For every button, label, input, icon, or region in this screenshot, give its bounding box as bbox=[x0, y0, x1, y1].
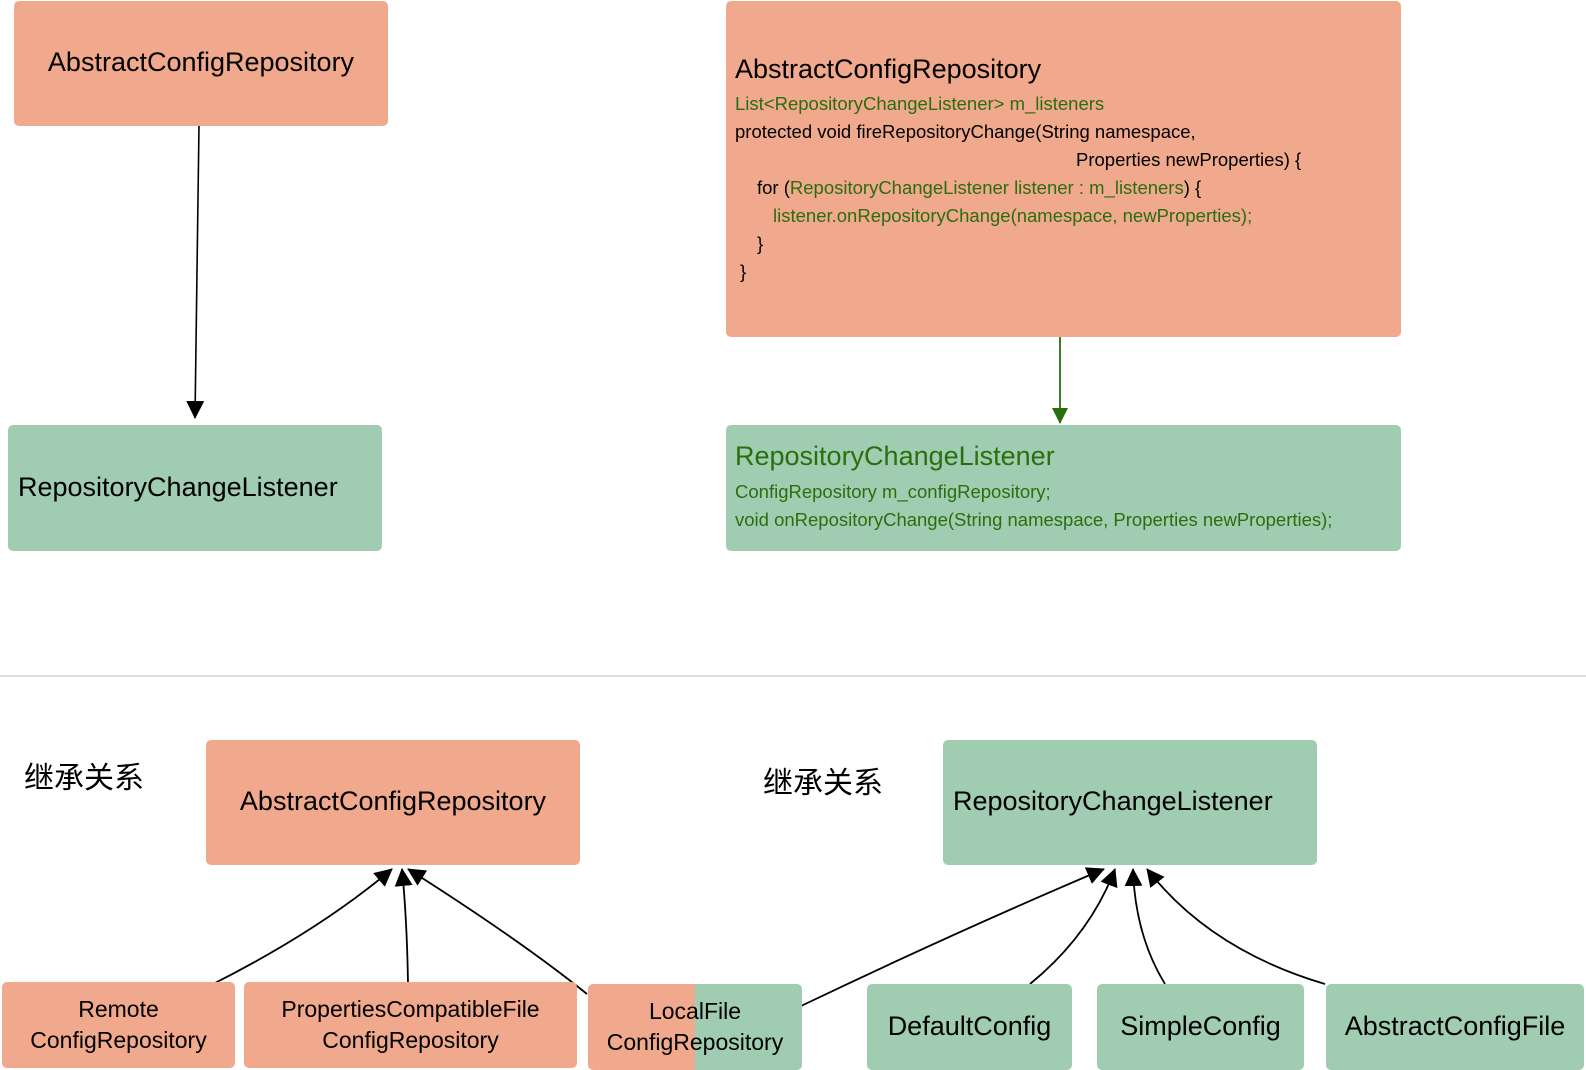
child-simple-config: SimpleConfig bbox=[1097, 984, 1304, 1070]
bottom-right-parent-box: RepositoryChangeListener bbox=[943, 740, 1317, 865]
child-localfile-line2: ConfigRepository bbox=[606, 1029, 784, 1055]
inherit-arrow-propcompat bbox=[394, 868, 413, 985]
child-default-config-label: DefaultConfig bbox=[887, 1011, 1052, 1041]
top-right-repo-box: AbstractConfigRepository List<Repository… bbox=[726, 1, 1401, 337]
top-left-repo-box: AbstractConfigRepository bbox=[14, 1, 388, 126]
child-propcompat-line1: PropertiesCompatibleFile bbox=[281, 996, 540, 1022]
repo-method-close-brace: } bbox=[740, 261, 747, 282]
local-file-green-half bbox=[695, 984, 802, 1070]
top-right-repo-title: AbstractConfigRepository bbox=[735, 54, 1042, 84]
child-properties-compatible-file-config-repository: PropertiesCompatibleFile ConfigRepositor… bbox=[244, 982, 577, 1068]
repo-field-listeners: List<RepositoryChangeListener> m_listene… bbox=[735, 93, 1105, 114]
top-left-arrow bbox=[186, 124, 205, 419]
child-propcompat-line2: ConfigRepository bbox=[322, 1027, 499, 1053]
repo-method-signature: protected void fireRepositoryChange(Stri… bbox=[735, 121, 1196, 142]
bottom-right-parent-title: RepositoryChangeListener bbox=[953, 786, 1273, 816]
listener-method-signature: void onRepositoryChange(String namespace… bbox=[735, 509, 1333, 530]
for-loop-variable: RepositoryChangeListener listener : m_li… bbox=[789, 177, 1184, 198]
bottom-right-caption: 继承关系 bbox=[763, 767, 883, 800]
repo-method-signature-cont: Properties newProperties) { bbox=[1076, 149, 1302, 170]
local-file-orange-half bbox=[588, 984, 695, 1070]
repo-for-loop: for (RepositoryChangeListener listener :… bbox=[757, 174, 1201, 202]
child-remote-line2: ConfigRepository bbox=[30, 1027, 207, 1053]
inherit-arrow-localfile bbox=[407, 868, 588, 995]
child-local-file-config-repository: LocalFile ConfigRepository bbox=[588, 984, 802, 1070]
for-keyword: for ( bbox=[757, 177, 790, 198]
repo-loop-close-brace: } bbox=[757, 233, 764, 254]
bottom-left-caption: 继承关系 bbox=[24, 762, 144, 795]
child-localfile-line1: LocalFile bbox=[648, 998, 742, 1024]
child-abstract-config-file: AbstractConfigFile bbox=[1326, 984, 1584, 1070]
child-remote-config-repository: Remote ConfigRepository bbox=[2, 982, 235, 1068]
bottom-left-parent-title: AbstractConfigRepository bbox=[239, 786, 547, 816]
top-left-listener-box: RepositoryChangeListener bbox=[8, 425, 382, 551]
listener-field-config-repository: ConfigRepository m_configRepository; bbox=[735, 481, 1051, 502]
child-default-config: DefaultConfig bbox=[867, 984, 1072, 1070]
child-remote-line1: Remote bbox=[78, 996, 159, 1022]
top-left-repo-title: AbstractConfigRepository bbox=[47, 47, 355, 77]
bottom-left-parent-box: AbstractConfigRepository bbox=[206, 740, 580, 865]
top-right-listener-box: RepositoryChangeListener ConfigRepositor… bbox=[726, 425, 1401, 551]
inherit-arrow-defaultconfig bbox=[1029, 868, 1118, 985]
child-abstract-config-file-label: AbstractConfigFile bbox=[1344, 1011, 1566, 1041]
for-loop-close: ) { bbox=[1183, 177, 1202, 198]
child-simple-config-label: SimpleConfig bbox=[1120, 1011, 1281, 1041]
inherit-arrow-remote bbox=[212, 868, 393, 985]
inherit-arrow-localfile-listener bbox=[800, 867, 1105, 1007]
top-right-listener-title: RepositoryChangeListener bbox=[735, 441, 1055, 471]
repo-listener-call: listener.onRepositoryChange(namespace, n… bbox=[773, 205, 1253, 226]
inherit-arrow-simpleconfig bbox=[1124, 868, 1166, 985]
inherit-arrow-abstractconfigfile bbox=[1146, 868, 1326, 985]
top-left-listener-title: RepositoryChangeListener bbox=[18, 472, 338, 502]
